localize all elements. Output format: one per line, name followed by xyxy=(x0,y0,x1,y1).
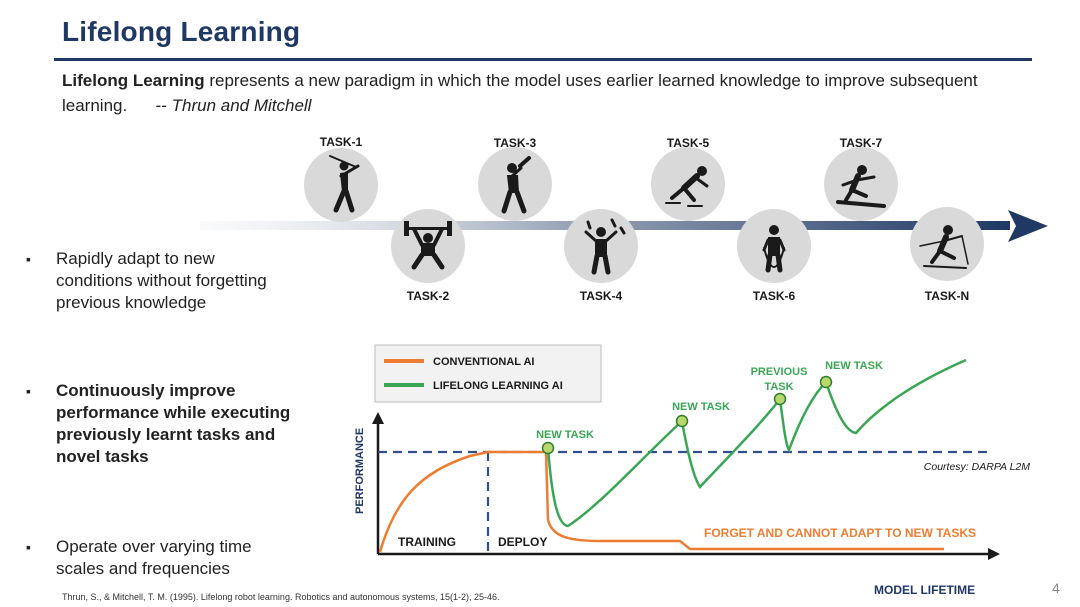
weightlifter-icon xyxy=(404,221,452,270)
task-label-5: TASK-5 xyxy=(667,136,710,150)
task-label-4: TASK-4 xyxy=(580,289,623,303)
annotation-previous-task-line-2: TASK xyxy=(764,381,793,393)
y-axis-label: PERFORMANCE xyxy=(354,428,366,514)
task-label-6: TASK-6 xyxy=(753,289,796,303)
task-label-1: TASK-1 xyxy=(320,135,363,149)
golfer-icon xyxy=(329,155,360,213)
conventional-ai-curve xyxy=(378,450,944,553)
intro-text: represents a new paradigm in which the m… xyxy=(62,71,978,115)
snowboarder-icon xyxy=(836,165,886,208)
task-node-2 xyxy=(391,209,465,283)
task-node-6 xyxy=(737,209,811,283)
page-number: 4 xyxy=(1052,580,1060,596)
task-node-5 xyxy=(651,147,725,221)
task-node-4 xyxy=(564,209,638,283)
courtesy-note: Courtesy: DARPA L2M xyxy=(924,461,1030,473)
citation: Thrun, S., & Mitchell, T. M. (1995). Lif… xyxy=(62,592,500,602)
task-label-2: TASK-2 xyxy=(407,289,450,303)
new-task-marker-2 xyxy=(675,414,689,428)
task-label-n: TASK-N xyxy=(925,289,969,303)
task-node-n xyxy=(910,207,984,281)
new-task-marker-3 xyxy=(819,375,833,389)
chart-axes: PERFORMANCE MODEL LIFETIME xyxy=(354,412,1000,597)
bullet-item-improve: Continuously improve performance while e… xyxy=(26,380,296,468)
new-task-marker-1 xyxy=(541,441,555,455)
speed-skater-icon xyxy=(665,166,709,207)
juggler-icon xyxy=(584,218,626,275)
legend-label-conventional: CONVENTIONAL AI xyxy=(433,356,534,368)
timeline-arrow-head xyxy=(1008,210,1048,242)
annotation-new-task-1: NEW TASK xyxy=(536,429,594,441)
annotation-new-task-3: NEW TASK xyxy=(825,360,883,372)
task-node-3 xyxy=(478,147,552,221)
annotation-previous-task-line-1: PREVIOUS xyxy=(751,366,808,378)
task-label-3: TASK-3 xyxy=(494,136,537,150)
chart-legend: CONVENTIONAL AI LIFELONG LEARNING AI xyxy=(374,344,602,403)
task-node-7 xyxy=(824,147,898,221)
intro-gap: -- xyxy=(127,96,172,115)
training-label: TRAINING xyxy=(398,535,456,549)
bullet-item-time-scales: Operate over varying time scales and fre… xyxy=(26,536,296,580)
title-divider xyxy=(54,58,1032,61)
intro-bold-term: Lifelong Learning xyxy=(62,71,205,90)
x-axis-arrowhead xyxy=(988,548,1000,560)
bullet-item-adapt: Rapidly adapt to new conditions without … xyxy=(26,248,296,314)
lifelong-learning-curve xyxy=(546,358,967,528)
baseball-batter-icon xyxy=(501,156,531,214)
task-label-7: TASK-7 xyxy=(840,136,883,150)
page-title: Lifelong Learning xyxy=(62,16,301,47)
previous-task-marker xyxy=(773,392,787,406)
x-axis-label: MODEL LIFETIME xyxy=(874,583,975,597)
annotation-new-task-2: NEW TASK xyxy=(672,401,730,413)
intro-author: Thrun and Mitchell xyxy=(171,96,312,115)
deploy-label: DEPLOY xyxy=(498,535,547,549)
legend-label-lifelong: LIFELONG LEARNING AI xyxy=(433,380,563,392)
y-axis-arrowhead xyxy=(372,412,384,424)
skier-icon xyxy=(919,225,969,269)
forget-annotation: FORGET AND CANNOT ADAPT TO NEW TASKS xyxy=(704,526,976,540)
jump-rope-icon xyxy=(762,225,786,273)
intro-paragraph: Lifelong Learning represents a new parad… xyxy=(62,68,1022,118)
task-node-1 xyxy=(304,148,378,222)
